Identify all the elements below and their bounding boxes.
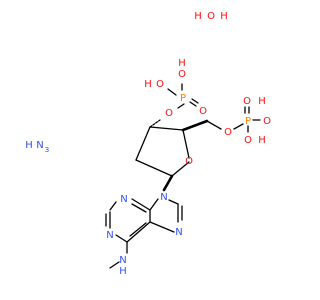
ammonia-h-label: H — [25, 140, 33, 151]
nh-h-label: H — [119, 266, 127, 277]
p5-o-right-label: O — [263, 116, 271, 127]
n9-label: N — [160, 192, 167, 203]
bond-p-o-double-b — [191, 98, 199, 104]
bond-c4-n9 — [149, 198, 159, 211]
water-h1-label: H — [194, 11, 202, 22]
p5-o-bottom-label: O — [244, 135, 252, 146]
n3-label: N — [120, 194, 127, 205]
nh-n-label: N — [119, 255, 126, 266]
p3-o-top-label: O — [178, 69, 186, 80]
bond-o5-p — [233, 123, 244, 130]
bond-o-c1 — [171, 161, 190, 177]
bond-p-oh-left — [167, 88, 177, 96]
bond-nh-ch3 — [109, 261, 120, 269]
bond-n1-c6 — [115, 234, 128, 243]
bond-n3-c2 — [109, 201, 117, 211]
bond-c4-c5 — [181, 119, 209, 132]
ammonia-subscript: 3 — [45, 146, 49, 154]
ammonia-n-label: N — [36, 140, 43, 151]
bond-p-o-double-a — [189, 101, 197, 107]
n7-label: N — [175, 227, 182, 238]
bond-c5-o5 — [206, 120, 222, 130]
bond-c4-n3-b — [131, 203, 147, 213]
p3-o-bottom-label: O — [165, 108, 173, 119]
p3-h-left-label: H — [144, 79, 152, 90]
bond-c2-c3 — [135, 126, 151, 161]
bond-c6-c5-b — [129, 222, 147, 237]
bonds — [105, 83, 261, 269]
bond-c3-o3 — [149, 119, 161, 128]
n1-label: N — [106, 230, 113, 241]
water-o-label: O — [207, 11, 215, 22]
atom-labels: H O H H N 3 H O O H P O O O O H P O O H … — [25, 11, 271, 277]
bond-c4-n3-a — [131, 198, 151, 211]
bond-c4-o — [182, 129, 190, 159]
ring-o-label: O — [185, 156, 193, 167]
molecule-structure-drawing: H O H H N 3 H O O H P O O O O H P O O H … — [25, 11, 271, 277]
p5-o-top-label: O — [243, 96, 251, 107]
p5-o-link-label: O — [224, 127, 232, 138]
bond-n7-c5 — [149, 221, 175, 233]
p5-h-top-label: H — [258, 96, 266, 107]
p5-p-label: P — [245, 116, 251, 127]
p3-o-left-label: O — [156, 79, 164, 90]
bond-c1-n9 — [162, 174, 174, 192]
bond-n9-c8 — [168, 199, 179, 205]
bond-c3-c4 — [149, 126, 184, 131]
bond-c6-c5-a — [126, 221, 151, 243]
p3-h-top-label: H — [178, 58, 186, 69]
p3-o-right-label: O — [199, 106, 207, 117]
p5-h-bottom-label: H — [258, 135, 266, 146]
water-h2-label: H — [220, 11, 228, 22]
bond-o3-p — [177, 103, 185, 109]
p3-p-label: P — [180, 93, 186, 104]
bond-c1-c2 — [135, 159, 173, 177]
